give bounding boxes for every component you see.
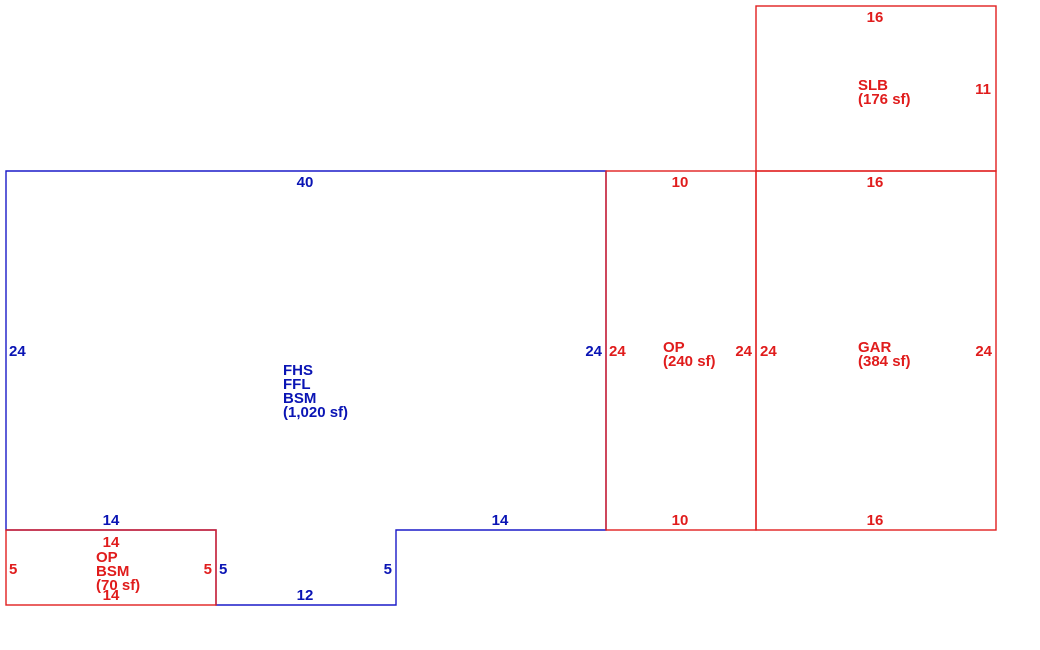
open-porch-label: OP (240 sf) xyxy=(663,339,716,370)
main-area-label: FHS FFL BSM (1,020 sf) xyxy=(283,362,348,421)
open-porch-right-dimension: 24 xyxy=(735,343,752,360)
open-porch-sqft: (240 sf) xyxy=(663,353,716,370)
back-porch-code: OP xyxy=(96,549,118,566)
main-bottom-left-dimension: 14 xyxy=(103,512,120,529)
back-porch-top-dimension: 14 xyxy=(103,534,120,551)
main-right-dimension: 24 xyxy=(585,343,602,360)
main-area-line: BSM xyxy=(283,390,316,407)
open-porch-code: OP xyxy=(663,339,685,356)
garage-sqft: (384 sf) xyxy=(858,353,911,370)
back-porch-left-dimension: 5 xyxy=(9,561,17,578)
back-porch-label: OP BSM (70 sf) xyxy=(96,549,140,594)
garage-bottom-dimension: 16 xyxy=(867,512,884,529)
garage-code: GAR xyxy=(858,339,892,356)
main-bottom-right-dimension: 14 xyxy=(492,512,509,529)
garage-top-dimension: 16 xyxy=(867,174,884,191)
main-area-line: FHS xyxy=(283,362,313,379)
main-notch-right-dimension: 5 xyxy=(384,561,392,578)
open-porch-bottom-dimension: 10 xyxy=(672,512,689,529)
back-porch-right-dimension: 5 xyxy=(204,561,212,578)
slab-top-dimension: 16 xyxy=(867,9,884,26)
slab-code: SLB xyxy=(858,77,888,94)
slab-right-dimension: 11 xyxy=(975,81,991,98)
slab-label: SLB (176 sf) xyxy=(858,77,911,108)
main-notch-left-dimension: 5 xyxy=(219,561,227,578)
main-left-dimension: 24 xyxy=(9,343,26,360)
garage-left-dimension: 24 xyxy=(760,343,777,360)
back-porch-code: BSM xyxy=(96,563,129,580)
main-area-sqft: (1,020 sf) xyxy=(283,404,348,421)
garage-right-dimension: 24 xyxy=(975,343,992,360)
back-porch-bottom-dimension: 14 xyxy=(103,587,120,604)
open-porch-top-dimension: 10 xyxy=(672,174,689,191)
back-porch-sqft: (70 sf) xyxy=(96,577,140,594)
main-area-line: FFL xyxy=(283,376,310,393)
slab-outline xyxy=(755,5,997,172)
main-notch-bottom-dimension: 12 xyxy=(297,587,314,604)
open-porch-left-dimension: 24 xyxy=(609,343,626,360)
garage-label: GAR (384 sf) xyxy=(858,339,911,370)
main-top-dimension: 40 xyxy=(297,174,314,191)
slab-sqft: (176 sf) xyxy=(858,91,911,108)
back-porch-outline xyxy=(5,529,217,606)
